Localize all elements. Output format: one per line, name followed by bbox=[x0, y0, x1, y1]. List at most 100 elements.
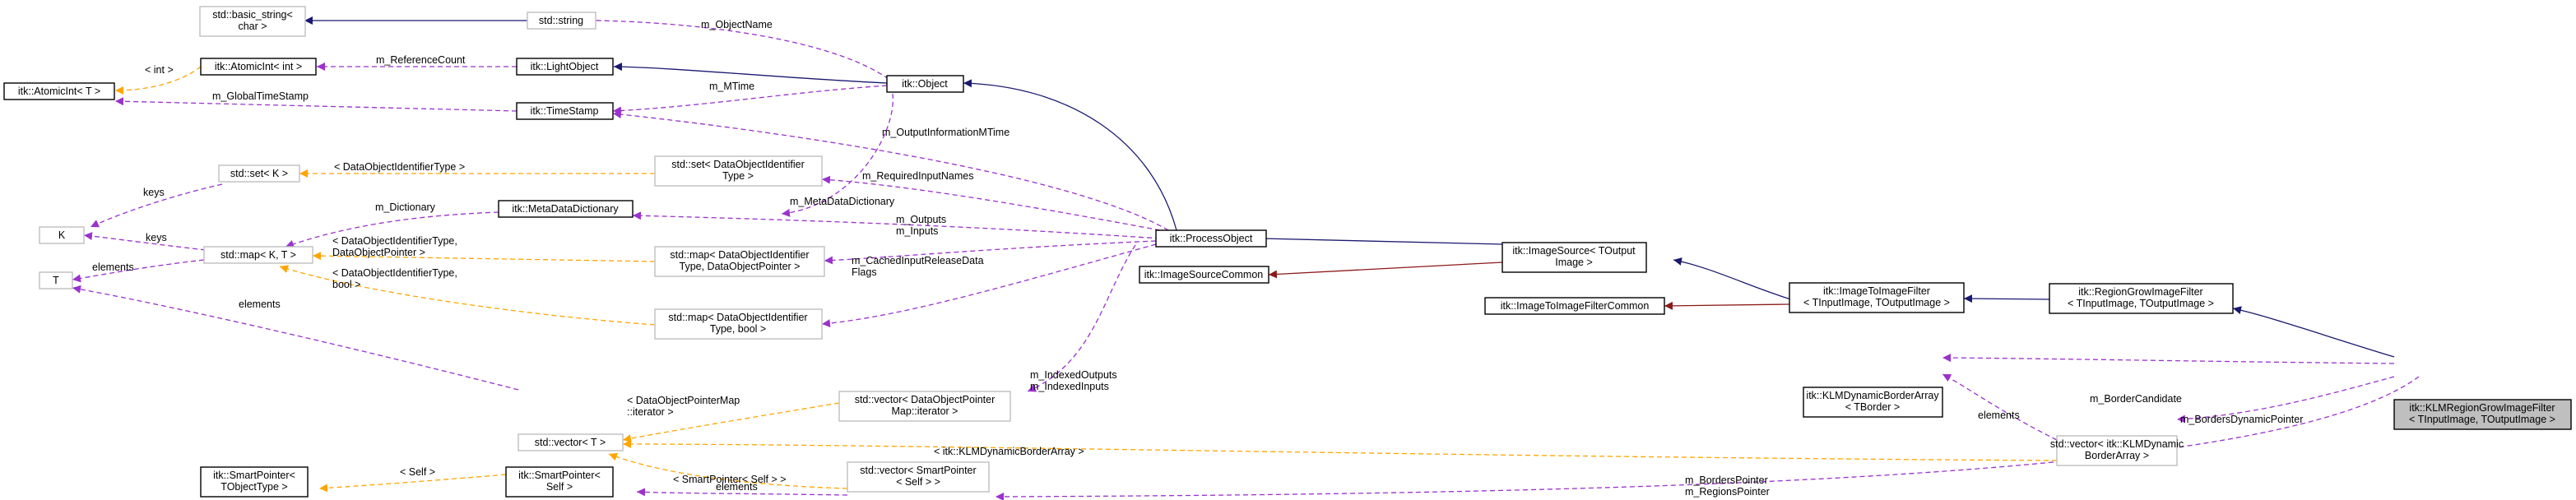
edge-klmborder-to-klmregion bbox=[1942, 354, 2395, 364]
node-object[interactable]: itk::Object bbox=[886, 75, 964, 93]
node-std-basic-string[interactable]: std::basic_string<char > bbox=[199, 6, 306, 37]
svg-text:itk::Object: itk::Object bbox=[902, 78, 948, 90]
edge-vec-smartptr-to-vec-t bbox=[608, 452, 848, 489]
node-std-vector-smartpointer[interactable]: std::vector< SmartPointer< Self > > bbox=[847, 461, 990, 493]
svg-text:itk::ImageSource< TOutputImage: itk::ImageSource< TOutputImage > bbox=[1512, 245, 1636, 268]
svg-text:itk::SmartPointer<Self >: itk::SmartPointer<Self > bbox=[518, 470, 601, 493]
svg-text:itk::KLMDynamicBorderArray< TB: itk::KLMDynamicBorderArray< TBorder > bbox=[1806, 390, 1939, 413]
svg-text:itk::RegionGrowImageFilter< TI: itk::RegionGrowImageFilter< TInputImage,… bbox=[2068, 286, 2214, 309]
node-regiongrowimagefilter[interactable]: itk::RegionGrowImageFilter< TInputImage,… bbox=[2049, 283, 2234, 314]
edge-smartptr-self-to-smartptr-tobj bbox=[318, 474, 507, 493]
edge-map-kt-to-metadatadict bbox=[285, 211, 499, 248]
svg-text:std::map< DataObjectIdentifier: std::map< DataObjectIdentifierType, Data… bbox=[670, 249, 809, 272]
node-lightobject[interactable]: itk::LightObject bbox=[516, 58, 614, 76]
node-klmdynamicborderarray[interactable]: itk::KLMDynamicBorderArray< TBorder > bbox=[1803, 387, 1943, 418]
edge-label-smartpointer-self: < SmartPointer< Self > > bbox=[673, 474, 787, 485]
edge-label-elements-3: elements bbox=[1978, 410, 2020, 421]
svg-text:itk::MetaDataDictionary: itk::MetaDataDictionary bbox=[512, 203, 619, 215]
edge-metadatadict-to-object bbox=[781, 93, 893, 217]
svg-text:itk::ImageToImageFilterCommon: itk::ImageToImageFilterCommon bbox=[1501, 300, 1650, 312]
edge-map-doid-bool-to-processobject bbox=[821, 243, 1157, 328]
edge-label-doid-dataobjectpointer: < DataObjectIdentifierType,DataObjectPoi… bbox=[332, 235, 457, 258]
svg-text:itk::ImageSourceCommon: itk::ImageSourceCommon bbox=[1144, 269, 1264, 280]
svg-text:std::string: std::string bbox=[539, 15, 583, 26]
svg-text:itk::LightObject: itk::LightObject bbox=[531, 61, 599, 72]
edge-metadatadict-to-processobject bbox=[632, 211, 1161, 239]
node-std-map-kt[interactable]: std::map< K, T > bbox=[203, 246, 313, 264]
edge-set-k-to-k bbox=[90, 183, 223, 228]
edge-set-doid-to-processobject bbox=[821, 175, 1161, 231]
edge-lightobject-to-object bbox=[613, 62, 888, 84]
node-smartpointer-tobjecttype[interactable]: itk::SmartPointer<TObjectType > bbox=[200, 466, 309, 498]
edge-map-doid-ptr-to-processobject bbox=[824, 240, 1157, 265]
edge-std-string-to-object bbox=[550, 16, 889, 80]
edge-atomicint-t-to-atomicint-int bbox=[114, 66, 202, 95]
edge-map-kt-to-k bbox=[83, 232, 207, 251]
edge-label-m-requiredinputnames: m_RequiredInputNames bbox=[862, 170, 974, 182]
node-atomicint-int[interactable]: itk::AtomicInt< int > bbox=[200, 58, 317, 76]
node-metadatadictionary[interactable]: itk::MetaDataDictionary bbox=[498, 200, 634, 218]
edge-vec-t-to-t bbox=[72, 285, 519, 391]
edge-vec-klm-to-vec-t bbox=[622, 440, 2058, 461]
node-std-set-k[interactable]: std::set< K > bbox=[218, 164, 300, 183]
node-std-vector-t[interactable]: std::vector< T > bbox=[518, 433, 624, 451]
svg-text:std::basic_string<char >: std::basic_string<char > bbox=[212, 9, 293, 32]
node-t[interactable]: T bbox=[39, 271, 73, 289]
edge-label-int: < int > bbox=[145, 64, 174, 76]
node-klmregiongrowimagefilter[interactable]: itk::KLMRegionGrowImageFilter< TInputIma… bbox=[2393, 399, 2572, 430]
edge-label-elements-4: elements bbox=[716, 481, 758, 493]
edge-vec-smartptr-to-klmregion bbox=[995, 376, 2420, 500]
svg-text:K: K bbox=[58, 229, 66, 241]
svg-text:itk::TimeStamp: itk::TimeStamp bbox=[531, 105, 599, 117]
edge-label-m-bordersdynamicpointer: m_BordersDynamicPointer bbox=[2180, 414, 2303, 425]
svg-text:std::map< DataObjectIdentifier: std::map< DataObjectIdentifierType, bool… bbox=[668, 312, 807, 335]
node-atomicint-t[interactable]: itk::AtomicInt< T > bbox=[3, 82, 115, 100]
svg-text:itk::SmartPointer<TObjectType: itk::SmartPointer<TObjectType > bbox=[213, 470, 295, 493]
node-processobject[interactable]: itk::ProcessObject bbox=[1155, 229, 1267, 248]
edge-imagesource-to-imagetoimagefilter bbox=[1673, 257, 1792, 300]
edge-timestamp-to-object bbox=[612, 85, 888, 115]
edge-atomicint-t-to-timestamp bbox=[114, 97, 518, 112]
edge-label-dataobjectidentifiertype: < DataObjectIdentifierType > bbox=[334, 161, 465, 173]
edge-object-to-processobject bbox=[963, 79, 1177, 231]
edge-label-elements-1: elements bbox=[92, 262, 134, 273]
edge-label-keys-1: keys bbox=[143, 187, 165, 198]
edge-label-m-referencecount: m_ReferenceCount bbox=[376, 54, 466, 66]
node-imagetoimagefilter[interactable]: itk::ImageToImageFilter< TInputImage, TO… bbox=[1789, 282, 1965, 313]
edge-regiongrow-to-klmregion bbox=[2232, 306, 2395, 358]
svg-text:std::vector< T >: std::vector< T > bbox=[535, 437, 606, 448]
svg-text:itk::AtomicInt< T >: itk::AtomicInt< T > bbox=[18, 86, 100, 97]
node-imagetoimagefiltercommon[interactable]: itk::ImageToImageFilterCommon bbox=[1484, 297, 1665, 315]
node-smartpointer-self[interactable]: itk::SmartPointer<Self > bbox=[505, 466, 614, 498]
svg-text:itk::AtomicInt< int >: itk::AtomicInt< int > bbox=[215, 61, 302, 72]
svg-text:std::vector< DataObjectPointer: std::vector< DataObjectPointerMap::itera… bbox=[855, 394, 996, 417]
edge-label-m-outputinformationmtime: m_OutputInformationMTime bbox=[882, 127, 1010, 138]
edge-map-kt-to-t bbox=[72, 259, 205, 283]
node-imagesourcecommon[interactable]: itk::ImageSourceCommon bbox=[1139, 266, 1269, 284]
edge-label-m-globaltimestamp: m_GlobalTimeStamp bbox=[212, 90, 309, 102]
node-k[interactable]: K bbox=[39, 226, 85, 244]
svg-text:itk::ImageToImageFilter< TInpu: itk::ImageToImageFilter< TInputImage, TO… bbox=[1803, 285, 1950, 308]
edge-label-doid-bool: < DataObjectIdentifierType,bool > bbox=[332, 267, 457, 290]
edge-label-klmdynamicborderarray: < itk::KLMDynamicBorderArray > bbox=[934, 446, 1084, 457]
edge-label-elements-2: elements bbox=[239, 299, 281, 310]
svg-text:std::set< K >: std::set< K > bbox=[230, 168, 288, 179]
edge-label-m-mtime: m_MTime bbox=[709, 81, 754, 92]
edge-vec-klm-to-klmborder bbox=[1942, 373, 2058, 441]
edge-label-self: < Self > bbox=[400, 466, 435, 478]
edge-label-keys-2: keys bbox=[146, 232, 167, 243]
edge-label-m-metadatadictionary: m_MetaDataDictionary bbox=[790, 196, 895, 207]
svg-text:itk::KLMRegionGrowImageFilter<: itk::KLMRegionGrowImageFilter< TInputIma… bbox=[2409, 402, 2555, 425]
node-timestamp[interactable]: itk::TimeStamp bbox=[516, 102, 614, 120]
node-std-string[interactable]: std::string bbox=[527, 12, 596, 30]
